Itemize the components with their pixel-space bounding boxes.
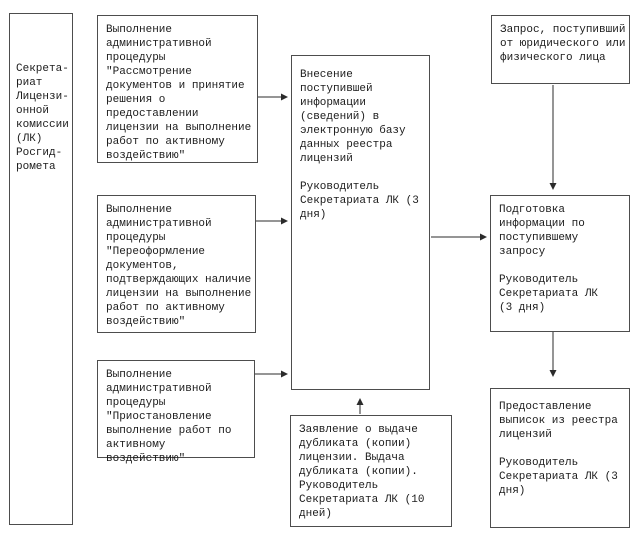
duplicate-issue-box: Заявление о выдаче дубликата (копии) лиц… [290,415,452,527]
duplicate-issue-label: Заявление о выдаче дубликата (копии) лиц… [299,424,425,520]
procedure-review-label: Выполнение административной процедуры "Р… [106,24,252,162]
procedure-suspend-label: Выполнение административной процедуры "П… [106,369,232,465]
secretariat-box: Секрета- риат Лицензи- онной комиссии (Л… [9,13,73,525]
secretariat-label: Секрета- риат Лицензи- онной комиссии (Л… [16,63,69,173]
provide-extracts-label: Предоставление выписок из реестра лиценз… [499,401,618,497]
incoming-request-box: Запрос, поступивший от юридического или … [491,15,630,84]
registry-db-entry-label: Внесение поступившей информации (сведени… [300,69,419,221]
procedure-reissue-label: Выполнение административной процедуры "П… [106,204,252,328]
provide-extracts-box: Предоставление выписок из реестра лиценз… [490,388,630,528]
registry-db-entry-box: Внесение поступившей информации (сведени… [291,55,430,390]
prepare-info-label: Подготовка информации по поступившему за… [499,204,599,314]
prepare-info-box: Подготовка информации по поступившему за… [490,195,630,332]
procedure-reissue-box: Выполнение административной процедуры "П… [97,195,256,333]
procedure-suspend-box: Выполнение административной процедуры "П… [97,360,255,465]
procedure-review-box: Выполнение административной процедуры "Р… [97,15,258,163]
incoming-request-label: Запрос, поступивший от юридического или … [500,24,626,64]
